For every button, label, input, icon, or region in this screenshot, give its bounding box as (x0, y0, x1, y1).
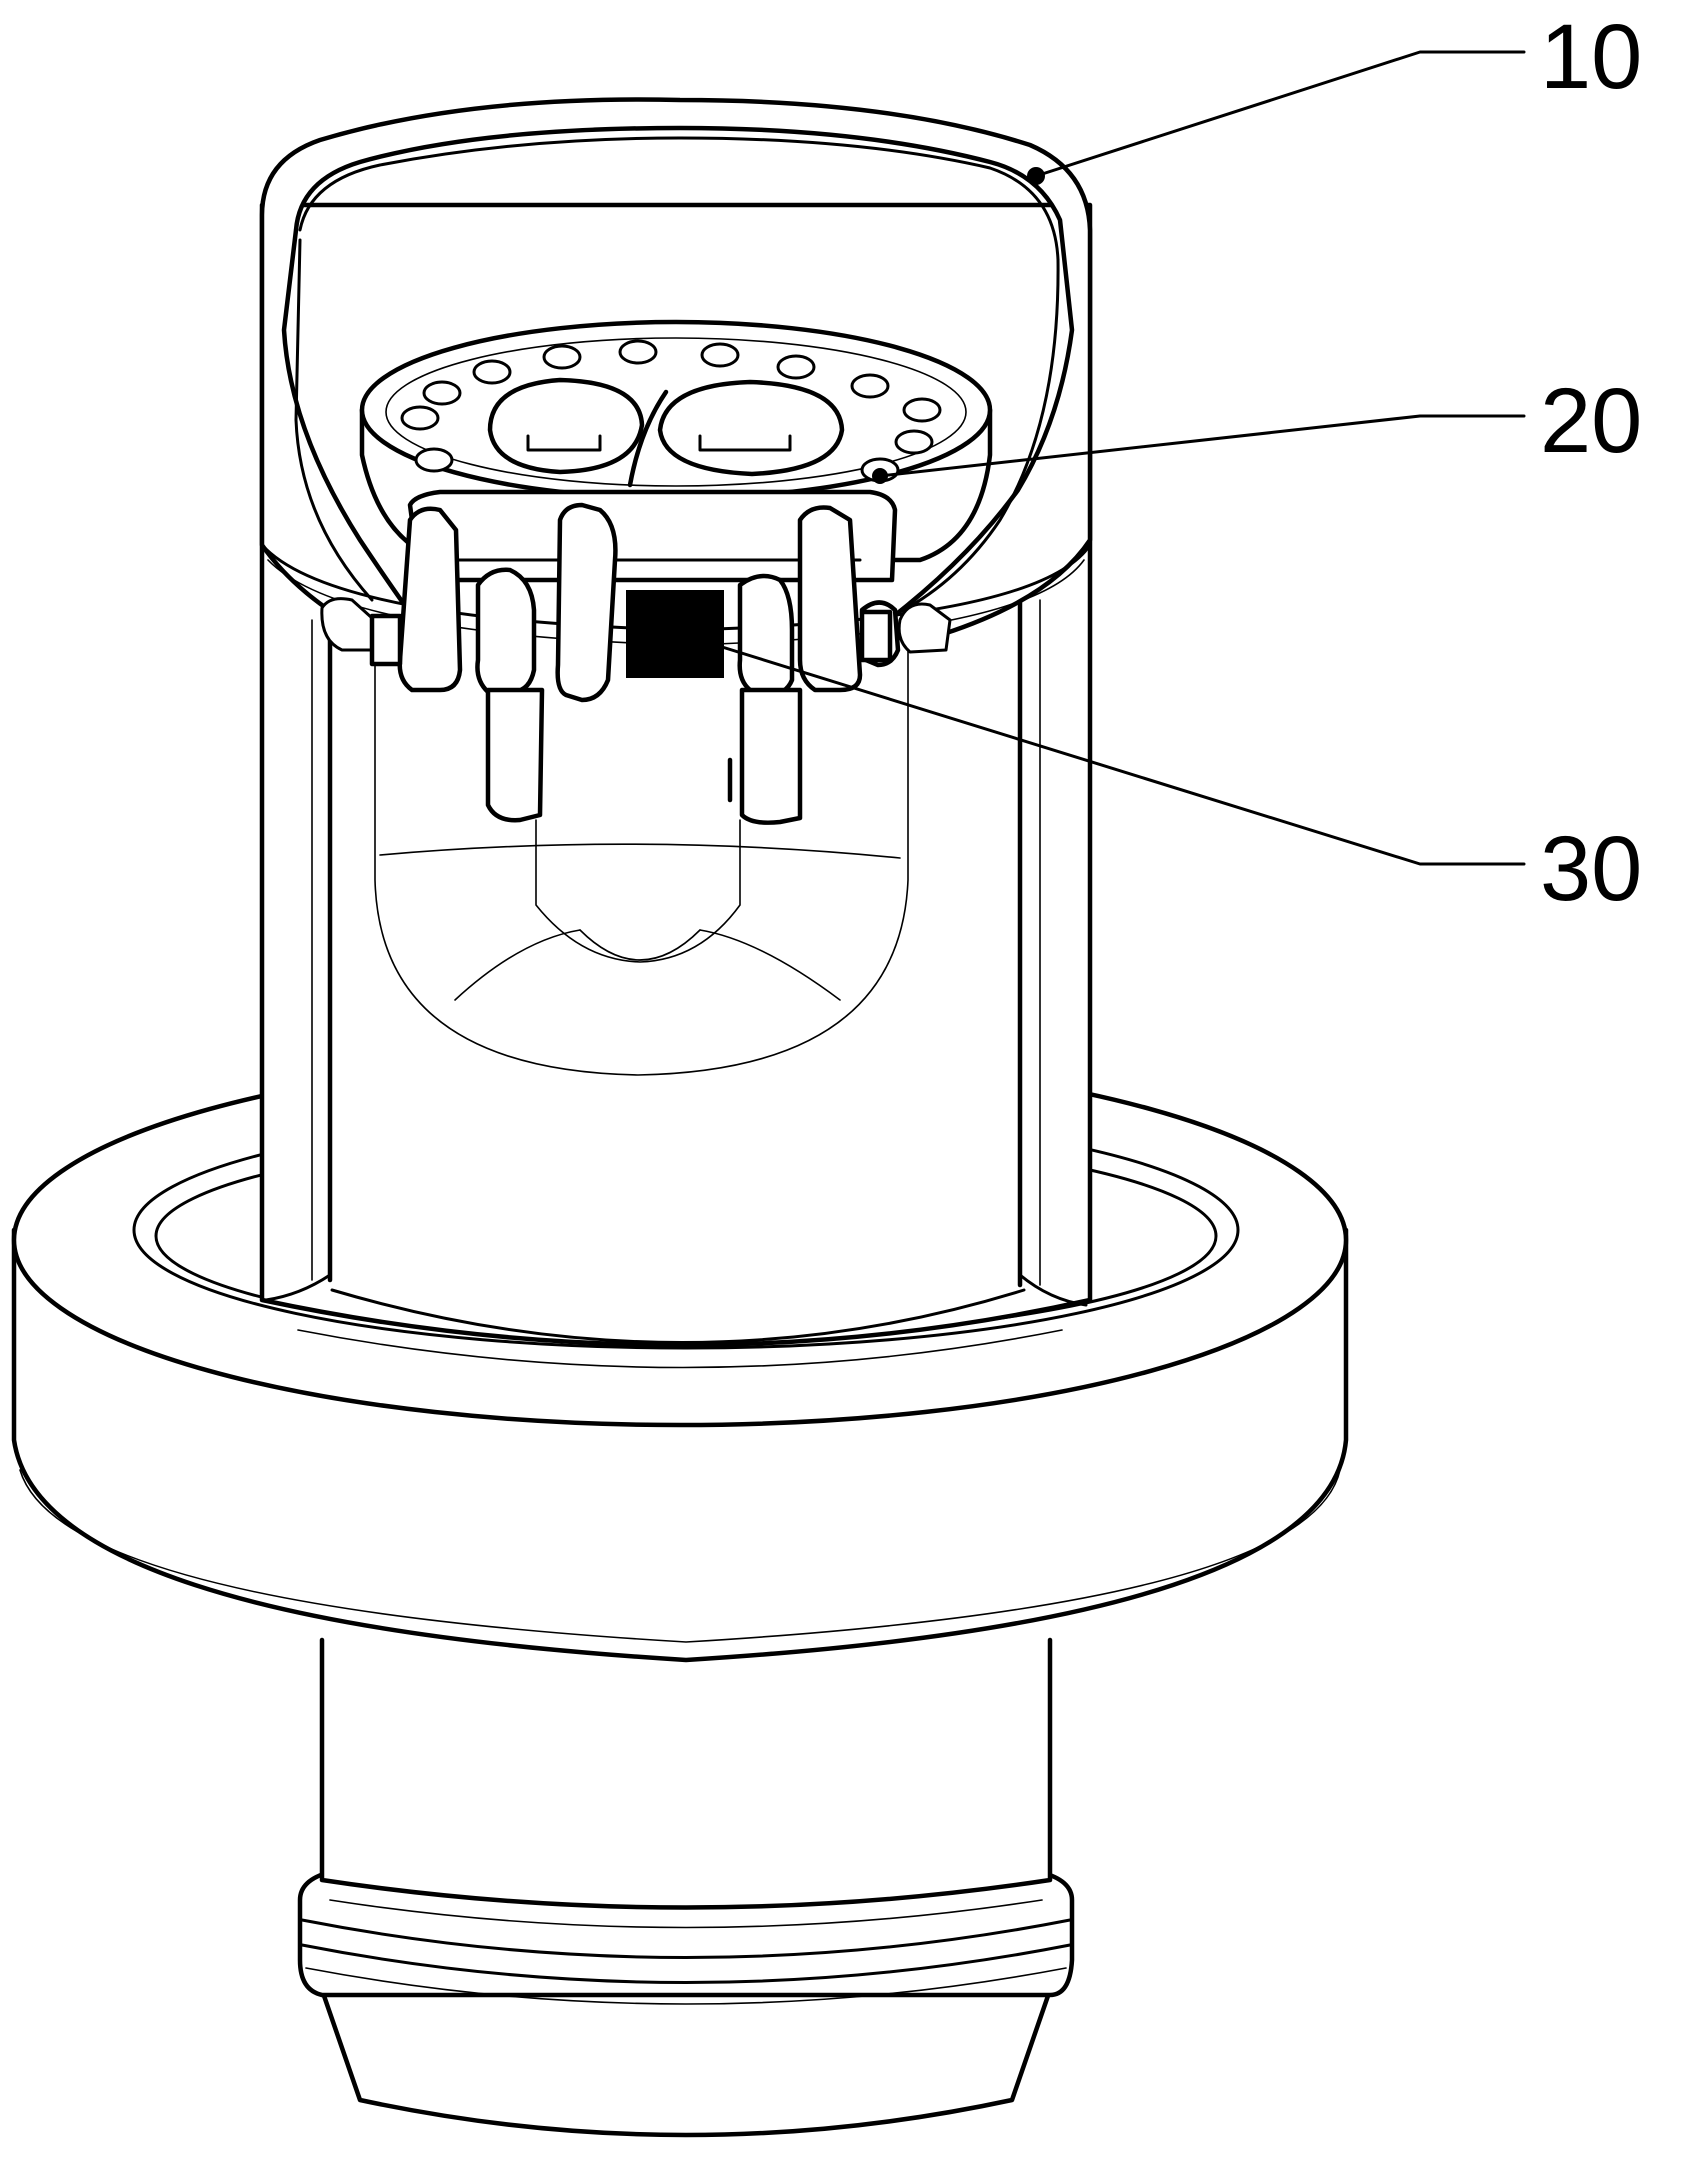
leader-line-20 (878, 414, 1526, 478)
leader-line-30 (704, 640, 1526, 866)
reference-numerals: 10 20 30 (1540, 6, 1642, 920)
ref-label-30: 30 (1540, 818, 1642, 920)
ref-label-10: 10 (1540, 6, 1642, 108)
bottom-nozzle (297, 1637, 1075, 2138)
ref-label-20: 20 (1540, 370, 1642, 472)
clamp-mechanism (369, 489, 901, 825)
leader-lines (704, 50, 1526, 866)
handle-cover (259, 97, 1093, 654)
leader-line-10 (1034, 50, 1526, 178)
coil-spring (626, 590, 724, 678)
